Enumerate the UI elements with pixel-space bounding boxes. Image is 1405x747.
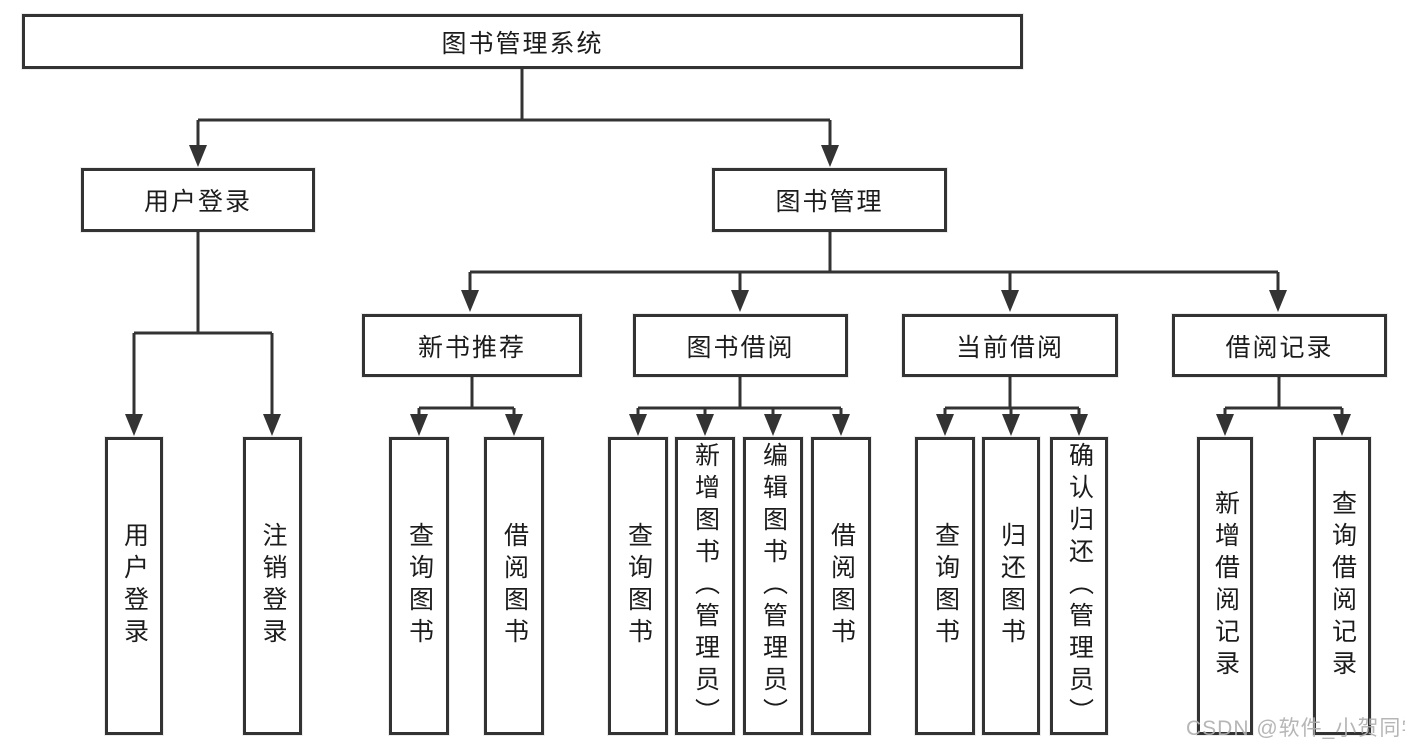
arrowhead-nb-query	[410, 414, 428, 436]
arrowhead-bw-borrow	[832, 414, 850, 436]
arrowhead-bw-query	[629, 414, 647, 436]
node-borrowing-records: 借阅记录	[1172, 314, 1387, 377]
leaf-user-login: 用户登录	[105, 437, 163, 735]
node-book-management: 图书管理	[712, 168, 947, 232]
arrowhead-leaf-logout	[263, 414, 281, 436]
arrowhead-book-mgmt	[821, 145, 839, 167]
csdn-watermark: CSDN @软件_小贺同学	[1186, 717, 1405, 740]
leaf-borrowing-borrow-books: 借阅图书	[811, 437, 871, 735]
leaf-newbooks-query-books: 查询图书	[389, 437, 449, 735]
arrowhead-rc-query	[1333, 414, 1351, 436]
arrowhead-new-books	[461, 290, 479, 312]
arrowhead-bw-edit	[764, 414, 782, 436]
arrowhead-cu-return	[1002, 414, 1020, 436]
arrowhead-cu-query	[936, 414, 954, 436]
leaf-records-query-record: 查询借阅记录	[1313, 437, 1371, 735]
edge-bookmgmt-to-level3	[468, 232, 1280, 293]
node-current-borrowing: 当前借阅	[902, 314, 1118, 377]
arrowhead-user-login	[189, 145, 207, 167]
leaf-current-return-books: 归还图书	[982, 437, 1040, 735]
arrowhead-bw-add	[696, 414, 714, 436]
leaf-logout: 注销登录	[243, 437, 302, 735]
leaf-current-confirm-return-admin: 确认归还（管理员）	[1050, 437, 1108, 735]
leaf-borrowing-add-books-admin: 新增图书（管理员）	[675, 437, 735, 735]
arrowhead-rc-add	[1216, 414, 1234, 436]
arrowhead-leaf-login	[125, 414, 143, 436]
edge-root-to-level2	[196, 69, 832, 148]
arrowhead-cu-confirm	[1070, 414, 1088, 436]
arrowhead-records	[1269, 290, 1287, 312]
leaf-borrowing-query-books: 查询图书	[608, 437, 668, 735]
edge-userlogin-to-leaves	[132, 232, 274, 417]
node-root-library-system: 图书管理系统	[22, 14, 1023, 69]
edge-current-to-leaves	[943, 377, 1081, 417]
edge-newbooks-to-leaves	[417, 377, 516, 417]
edge-records-to-leaves	[1223, 377, 1344, 417]
leaf-records-add-record: 新增借阅记录	[1197, 437, 1253, 735]
leaf-newbooks-borrow-books: 借阅图书	[484, 437, 544, 735]
arrowhead-nb-borrow	[505, 414, 523, 436]
leaf-borrowing-edit-books-admin: 编辑图书（管理员）	[743, 437, 803, 735]
node-book-borrowing: 图书借阅	[633, 314, 848, 377]
leaf-current-query-books: 查询图书	[915, 437, 975, 735]
edge-borrowing-to-leaves	[636, 377, 843, 417]
arrowhead-borrowing	[731, 290, 749, 312]
node-user-login: 用户登录	[81, 168, 315, 232]
node-new-book-recommendation: 新书推荐	[362, 314, 582, 377]
arrowhead-current	[1001, 290, 1019, 312]
